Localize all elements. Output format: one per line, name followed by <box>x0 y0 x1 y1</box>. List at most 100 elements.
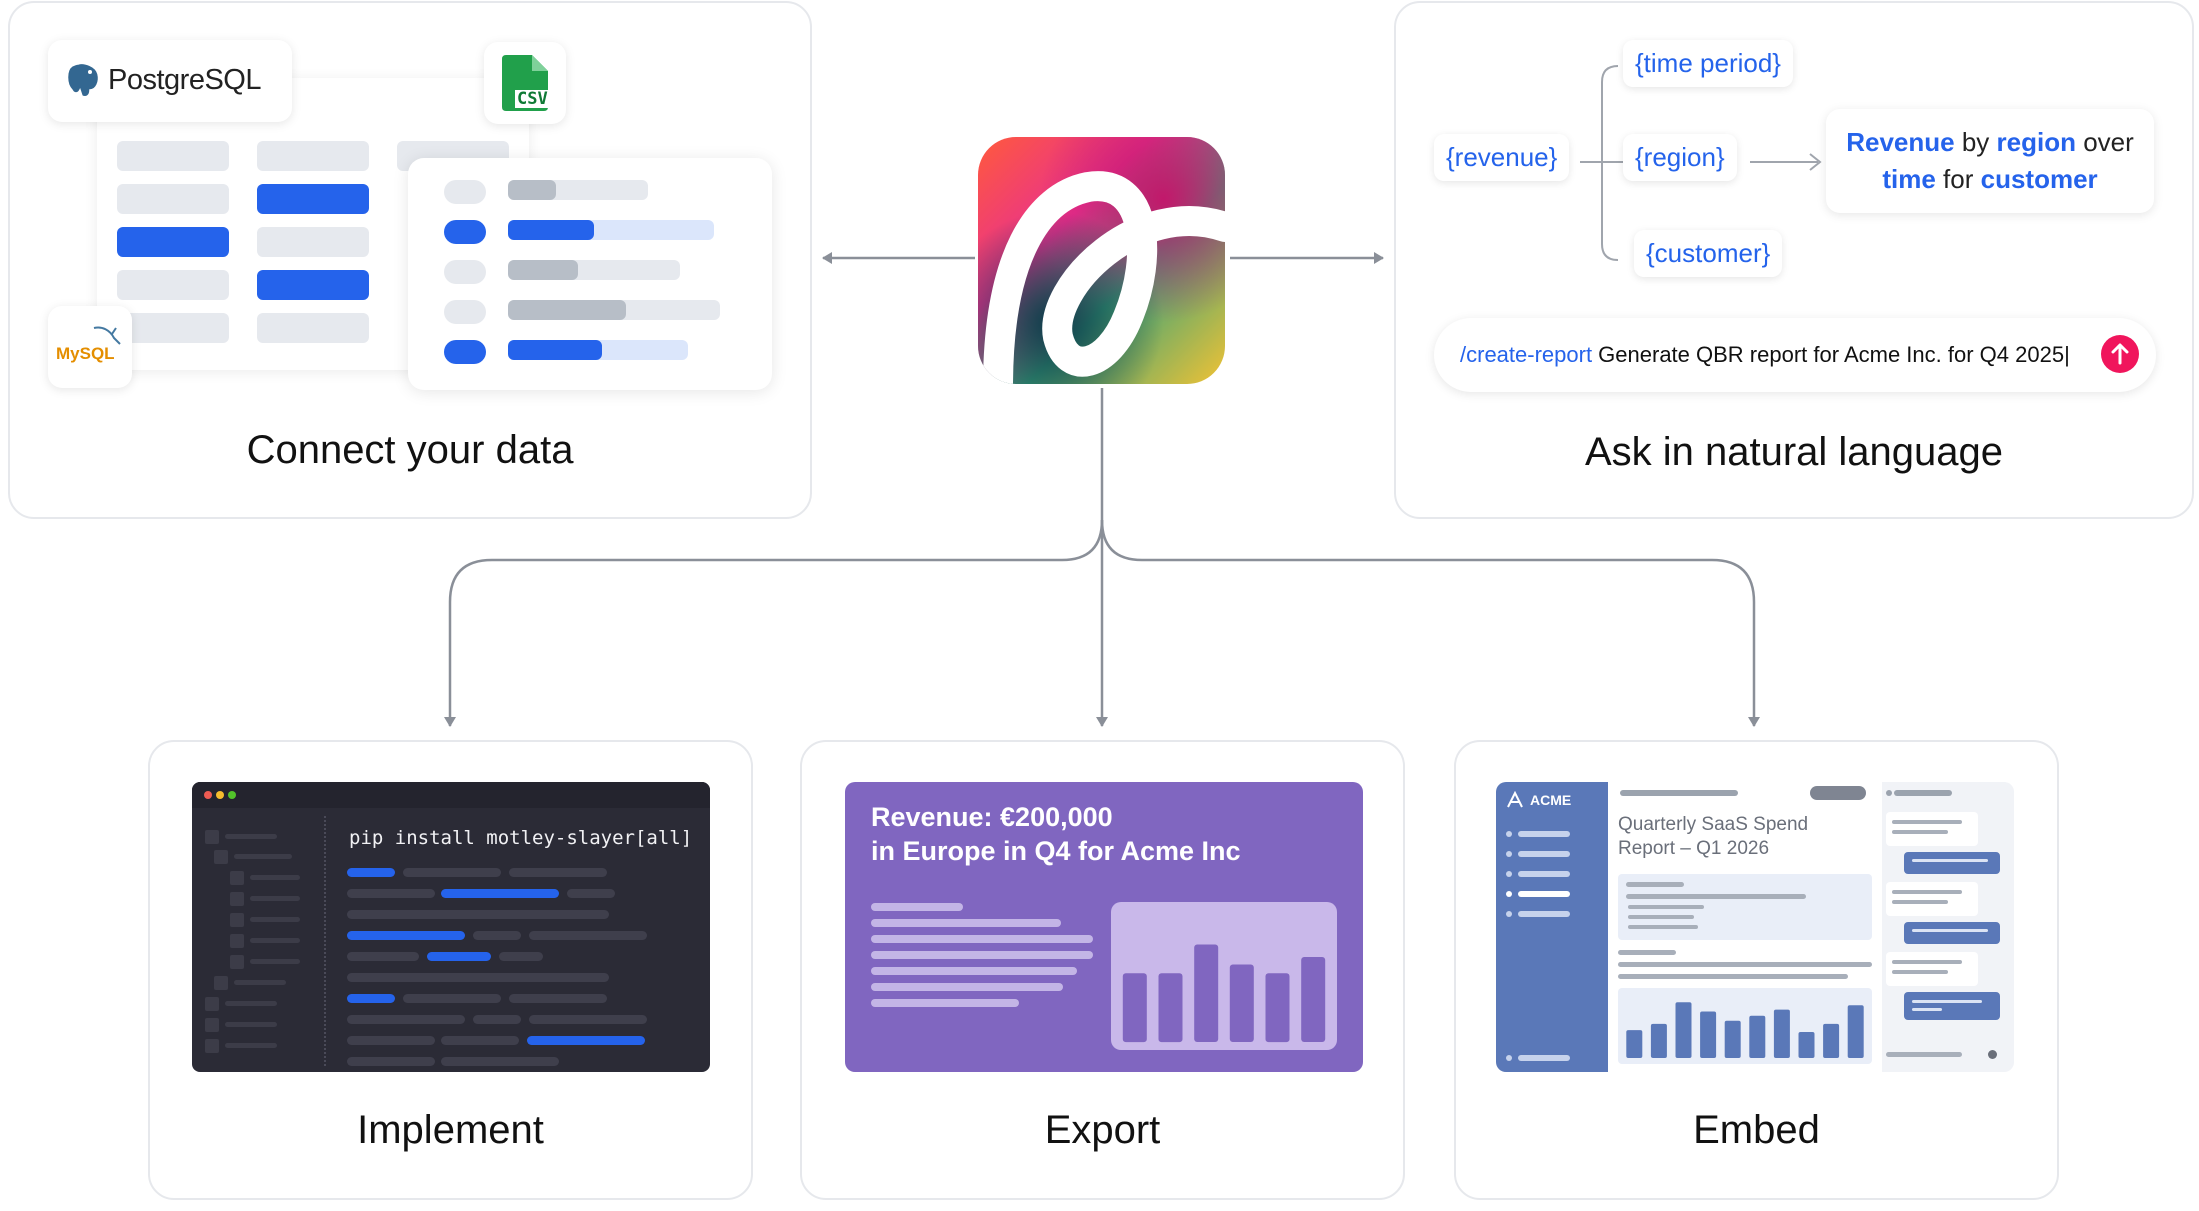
chart-bar <box>1700 1012 1716 1059</box>
chart-bar <box>1676 1002 1692 1058</box>
text-line <box>871 903 963 911</box>
chat-dot <box>1886 790 1892 796</box>
chart-bar <box>1749 1016 1765 1058</box>
chat-message-in <box>1886 952 1978 986</box>
embed-chart-panel <box>1618 988 1872 1064</box>
terminal-tree <box>192 782 710 1072</box>
nav-item-active[interactable] <box>1518 891 1570 897</box>
nav-item[interactable] <box>1518 871 1570 877</box>
code-token <box>347 1057 435 1066</box>
summary-line <box>1626 894 1806 899</box>
postgresql-badge: PostgreSQL <box>48 40 292 122</box>
chat-line <box>1892 970 1948 974</box>
tree-line <box>250 875 300 880</box>
code-token <box>347 973 609 982</box>
code-token <box>403 994 501 1003</box>
tree-node <box>230 934 244 948</box>
nav-item[interactable] <box>1518 851 1570 857</box>
chat-input[interactable] <box>1886 1052 1962 1057</box>
tree-line <box>250 938 300 943</box>
chat-message-out <box>1904 922 2000 944</box>
text-line <box>871 935 1093 943</box>
export-bar-chart <box>1111 902 1337 1050</box>
elephant-icon <box>64 60 104 100</box>
chat-line <box>1892 830 1948 834</box>
chat-line <box>1892 820 1962 824</box>
chart-bar <box>1651 1024 1667 1058</box>
send-button[interactable] <box>2101 335 2139 373</box>
text-line <box>871 967 1077 975</box>
chat-line <box>1892 890 1962 894</box>
header-pill[interactable] <box>1810 786 1866 800</box>
embed-title: Embed <box>1454 1108 2059 1153</box>
app-logo <box>978 137 1225 384</box>
dolphin-icon <box>92 324 122 346</box>
chart-bar <box>1799 1032 1815 1058</box>
tree-line <box>250 959 300 964</box>
prompt-text[interactable]: /create-report Generate QBR report for A… <box>1460 342 2070 368</box>
prompt-command: /create-report <box>1460 342 1592 367</box>
chart-bar <box>1123 973 1147 1042</box>
tree-node <box>205 1018 219 1032</box>
code-token <box>509 994 607 1003</box>
chat-send-icon[interactable] <box>1988 1050 1997 1059</box>
code-token <box>347 889 435 898</box>
sentence-word-region: region <box>1997 127 2076 157</box>
list-dot <box>444 340 486 364</box>
nav-dot <box>1506 851 1512 857</box>
table-cell-selected <box>117 227 229 257</box>
mysql-label: MySQL <box>56 344 115 364</box>
list-bar-fill <box>508 260 578 280</box>
sentence-word-over: over <box>2076 127 2134 157</box>
body-line <box>1618 974 1848 979</box>
code-token <box>567 889 615 898</box>
embed-report-title-1: Quarterly SaaS Spend <box>1618 814 1808 836</box>
table-cell <box>257 313 369 343</box>
export-title: Export <box>800 1108 1405 1153</box>
nav-dot-active <box>1506 891 1512 897</box>
token-revenue: {revenue} <box>1434 134 1569 181</box>
code-token <box>427 952 491 961</box>
embed-app-window: ACME Quarterly SaaS Spend Report – Q1 20… <box>1496 782 2014 1072</box>
embed-chat-panel <box>1882 782 2014 1072</box>
list-bar-fill <box>508 300 626 320</box>
chat-message-out <box>1904 852 2000 874</box>
export-report: Revenue: €200,000 in Europe in Q4 for Ac… <box>845 782 1363 1072</box>
nav-item[interactable] <box>1518 1055 1570 1061</box>
chart-bar <box>1266 973 1290 1042</box>
acme-logo-icon <box>1506 791 1524 809</box>
sentence-word-time: time <box>1882 164 1935 194</box>
nav-item[interactable] <box>1518 831 1570 837</box>
body-line <box>1618 962 1872 967</box>
export-chart-panel <box>1111 902 1337 1050</box>
chart-bar <box>1230 965 1254 1043</box>
summary-line <box>1628 915 1694 919</box>
code-token <box>347 1015 465 1024</box>
table-cell <box>117 313 229 343</box>
prompt-query: Generate QBR report for Acme Inc. for Q4… <box>1592 342 2070 367</box>
csv-label: CSV <box>515 90 550 108</box>
summary-line <box>1628 925 1698 929</box>
nav-dot <box>1506 871 1512 877</box>
chat-line <box>1912 1008 1942 1011</box>
arrow-to-embed <box>1102 520 1754 726</box>
code-token <box>347 931 465 940</box>
export-headline-1: Revenue: €200,000 <box>871 802 1113 833</box>
code-token <box>499 952 543 961</box>
sentence-word-by: by <box>1955 127 1997 157</box>
tree-line <box>250 896 300 901</box>
code-token <box>529 931 647 940</box>
code-token <box>473 1015 521 1024</box>
chart-bar <box>1194 945 1218 1043</box>
prompt-input[interactable]: /create-report Generate QBR report for A… <box>1434 318 2156 392</box>
arrow-up-icon <box>2101 335 2139 373</box>
chat-message-in <box>1886 882 1978 916</box>
list-dot <box>444 260 486 284</box>
tree-node <box>205 997 219 1011</box>
tree-line <box>250 917 300 922</box>
nav-item[interactable] <box>1518 911 1570 917</box>
tree-line <box>225 834 277 839</box>
chart-bar <box>1301 957 1325 1042</box>
chat-header-line <box>1894 790 1952 796</box>
connect-data-title: Connect your data <box>8 428 812 473</box>
